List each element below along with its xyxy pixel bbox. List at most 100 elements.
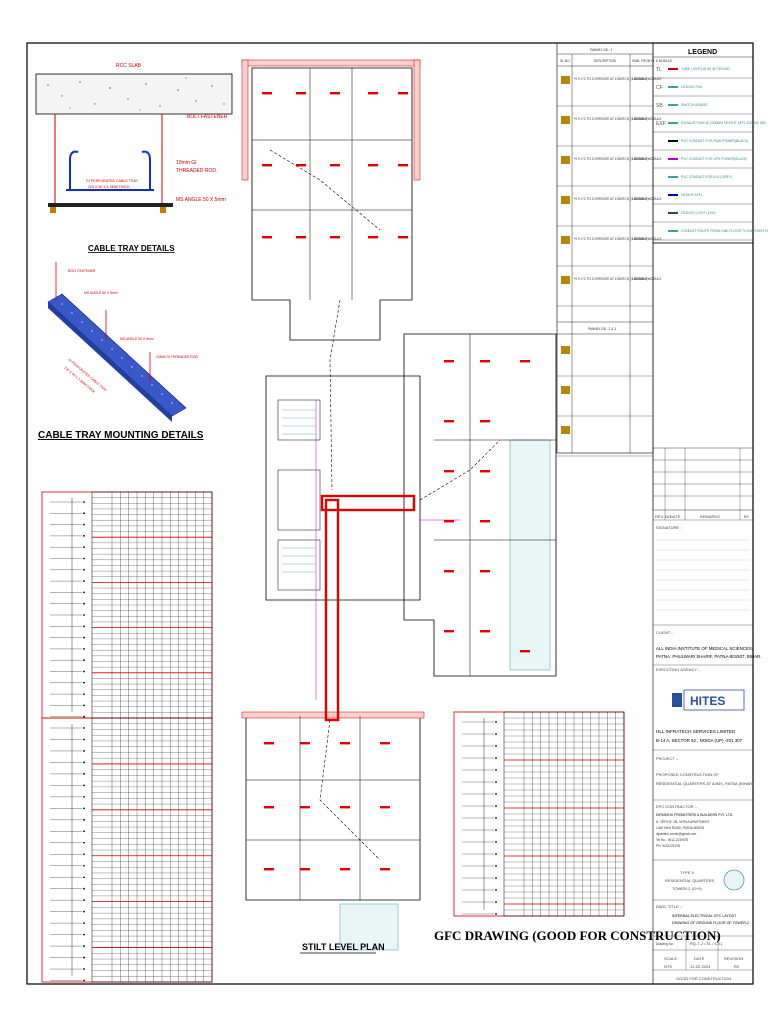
dwg-title-label: DWG. TITLE :- bbox=[656, 904, 683, 909]
type-line1: TYPE V bbox=[680, 870, 695, 875]
db-schedule-bottom bbox=[41, 717, 213, 983]
tube-light bbox=[444, 520, 454, 523]
rev-no-header: REV. NO. bbox=[655, 514, 672, 519]
tube-light bbox=[380, 806, 390, 809]
tube-light bbox=[480, 520, 490, 523]
rcc-slab bbox=[35, 73, 233, 115]
tube-light bbox=[480, 360, 490, 363]
legend-text: EXHAUST FAN @ 2200MM HEIGHT AFFL 300-450… bbox=[681, 121, 766, 125]
legend-text: HEIGHT AFFL bbox=[681, 193, 703, 197]
tube-light bbox=[340, 868, 350, 871]
ms-angle bbox=[48, 203, 173, 207]
scale-value: NTS bbox=[664, 964, 672, 969]
db-schedule-top bbox=[41, 491, 213, 719]
cable-tray-details-title: CABLE TRAY DETAILS bbox=[88, 244, 175, 253]
tube-light bbox=[444, 360, 454, 363]
legend-text: CEILING LIGHT (12W) bbox=[681, 211, 716, 215]
key-plan-icon bbox=[723, 869, 745, 891]
dwg-title-line1: INTERNAL ELECTRICAL GFC LAYOUT bbox=[672, 914, 737, 918]
panel-row-desc: *9 X 1*2 TO 3 OPERATE AT 1SWITCH (1 MODU… bbox=[574, 117, 648, 121]
tube-light bbox=[330, 236, 340, 239]
floor-plan bbox=[241, 59, 557, 951]
threaded-rod-label-2: THREADED ROD. bbox=[176, 168, 217, 174]
panel-header-desc: DESCRIPTION bbox=[594, 59, 616, 63]
hites-logo bbox=[683, 689, 745, 711]
switchboard-icon bbox=[561, 116, 570, 124]
type-line2: RESIDENTIAL QUARTERS bbox=[665, 878, 715, 883]
project-line2: RESIDENTIAL QUARTERS AT AIIMS, PATNA (BI… bbox=[656, 781, 754, 786]
switchboard-icon bbox=[561, 236, 570, 244]
panel-header-module: SWB. FROM FL & MODULE bbox=[632, 59, 672, 63]
tube-light bbox=[380, 868, 390, 871]
panel-row-module: 1200MM 6 MODULE bbox=[632, 237, 662, 241]
legend-code: EXF bbox=[656, 121, 666, 127]
project-label: PROJECT :- bbox=[656, 756, 679, 761]
panel-header-slno: SL.NO. bbox=[560, 59, 571, 63]
epc-line5: PH: 9431221078 bbox=[656, 844, 680, 848]
panel-row-desc: *9 X 1*2 TO 3 OPERATE AT 1SWITCH (1 MODU… bbox=[574, 157, 648, 161]
rcc-slab-label: RCC SLAB bbox=[116, 63, 142, 69]
tube-light bbox=[480, 630, 490, 633]
panel-db-title: PANNEL DB - 1 bbox=[590, 48, 613, 52]
iso-bolt-fastener-label: BOLT FASTENER bbox=[68, 269, 96, 273]
title-block: REV. NO. DATE REMARKS BY SIGNATURE : CLI… bbox=[652, 242, 762, 985]
tube-light bbox=[444, 470, 454, 473]
tube-light bbox=[296, 164, 306, 167]
iso-ms-angle-1-label: MS ANGLE 50 X 5mm bbox=[84, 291, 118, 295]
panel-row-module: 1200MM 6 MODULE bbox=[632, 277, 662, 281]
date-label: DATE bbox=[694, 956, 705, 961]
plan-title: STILT LEVEL PLAN bbox=[302, 942, 385, 952]
legend-text: PVC CONDUIT FOR ELV (GREY) bbox=[681, 175, 732, 179]
epc-line1: H. OFFICE: 2B, NITIKA APARTMENT bbox=[656, 820, 709, 824]
drawing-no: RQ-T-2 / EL / 1.01 bbox=[690, 941, 723, 946]
hll-line1: HLL INFRATECH SERVICES LIMITED bbox=[656, 729, 736, 734]
tube-light bbox=[380, 742, 390, 745]
panel-row-desc: *9 X 1*2 TO 3 OPERATE AT 1SWITCH (1 MODU… bbox=[574, 197, 648, 201]
threaded-rod-label: 10mm GI bbox=[176, 160, 197, 166]
tube-light bbox=[444, 630, 454, 633]
rev-by-header: BY bbox=[744, 514, 750, 519]
tube-light bbox=[264, 806, 274, 809]
panel-row-desc: *9 X 1*2 TO 3 OPERATE AT 1SWITCH (1 MODU… bbox=[574, 277, 648, 281]
legend-text: CEILING FAN bbox=[681, 85, 703, 89]
tube-light bbox=[368, 92, 378, 95]
tube-light bbox=[480, 420, 490, 423]
legend-text: CONDUIT ROUTE FROM ONE FLOOR TO ANOTHER … bbox=[681, 229, 768, 233]
panel-row-module: 1200MM 6 MODULE bbox=[632, 157, 662, 161]
tube-light bbox=[520, 650, 530, 653]
tube-light bbox=[300, 742, 310, 745]
legend-text: PVC CONDUIT FOR RAW POWER(BLACK) bbox=[681, 139, 748, 143]
switchboard-icon bbox=[561, 346, 570, 354]
tube-light bbox=[398, 236, 408, 239]
switchboard-icon bbox=[561, 426, 570, 434]
iso-threaded-rod-label: 10MM GI THREADED ROD bbox=[156, 355, 199, 359]
rev-remarks-header: REMARKS bbox=[700, 514, 720, 519]
tube-light bbox=[330, 92, 340, 95]
light-fixtures bbox=[262, 92, 530, 871]
legend-text: SWITCH BOARD bbox=[681, 103, 708, 107]
tube-light bbox=[262, 236, 272, 239]
epc-line4: Tel No.: 0612-2219075 bbox=[656, 838, 688, 842]
revision-label: REVISION bbox=[724, 956, 743, 961]
drawing-no-label: Drawing No. bbox=[656, 942, 674, 946]
tube-light bbox=[520, 360, 530, 363]
cable-tray-mounting-title: CABLE TRAY MOUNTING DETAILS bbox=[38, 430, 204, 441]
tray-section-detail: RCC SLAB BOLT FASTENER 10mm GI THREADED … bbox=[35, 63, 233, 213]
legend-code: CF bbox=[656, 85, 663, 91]
rev-date-header: DATE bbox=[670, 514, 681, 519]
panel-row-desc: *9 X 1*2 TO 3 OPERATE AT 1SWITCH (1 MODU… bbox=[574, 77, 648, 81]
switchboard-icon bbox=[561, 156, 570, 164]
gi-tray-label: GI PERFORATED CABLE TRAY bbox=[86, 179, 139, 183]
ms-angle-label: MS ANGLE 50 X 5mm bbox=[176, 197, 226, 203]
tube-light bbox=[368, 236, 378, 239]
hites-wordmark: HITES bbox=[690, 694, 725, 708]
legend-text: TUBE LIGHT(18 W) @ CEILING bbox=[681, 67, 730, 71]
tube-light bbox=[480, 470, 490, 473]
project-line1: PROPOSED CONSTRUCTION OF bbox=[656, 772, 719, 777]
footer-label: GOOD FOR CONSTRUCTION bbox=[676, 976, 731, 981]
panel-row-module: 1200MM 6 MODULE bbox=[632, 117, 662, 121]
tube-light bbox=[264, 742, 274, 745]
hites-logo-mark bbox=[672, 693, 682, 707]
panel-row-module: 1200MM 6 MODULE bbox=[632, 77, 662, 81]
